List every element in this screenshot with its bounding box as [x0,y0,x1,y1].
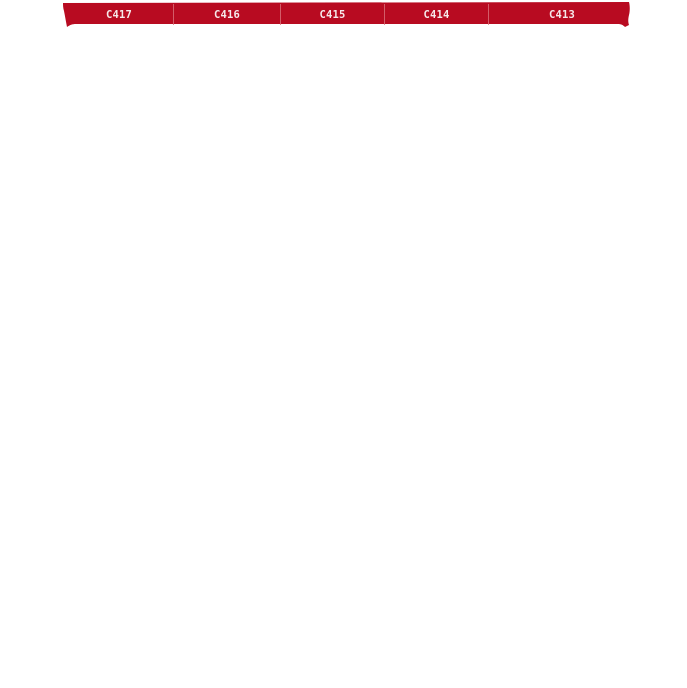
tab-c415-label: C415 [319,8,346,21]
tab-c416-label: C416 [213,8,241,21]
tab-c413-label: C413 [548,8,576,21]
tab-c415[interactable]: C415 [281,4,384,25]
tab-divider [488,4,489,25]
tab-c416[interactable]: C416 [174,4,280,25]
tab-divider [384,4,385,25]
tab-c417[interactable]: C417 [66,4,172,25]
tab-divider [173,4,174,25]
tab-c414-label: C414 [423,8,450,21]
tab-c414[interactable]: C414 [385,4,488,25]
tab-c417-label: C417 [105,8,133,21]
tab-divider [280,4,281,25]
tab-c413[interactable]: C413 [489,4,635,25]
tab-banner: C417 C416 C415 C414 C413 [62,2,631,28]
